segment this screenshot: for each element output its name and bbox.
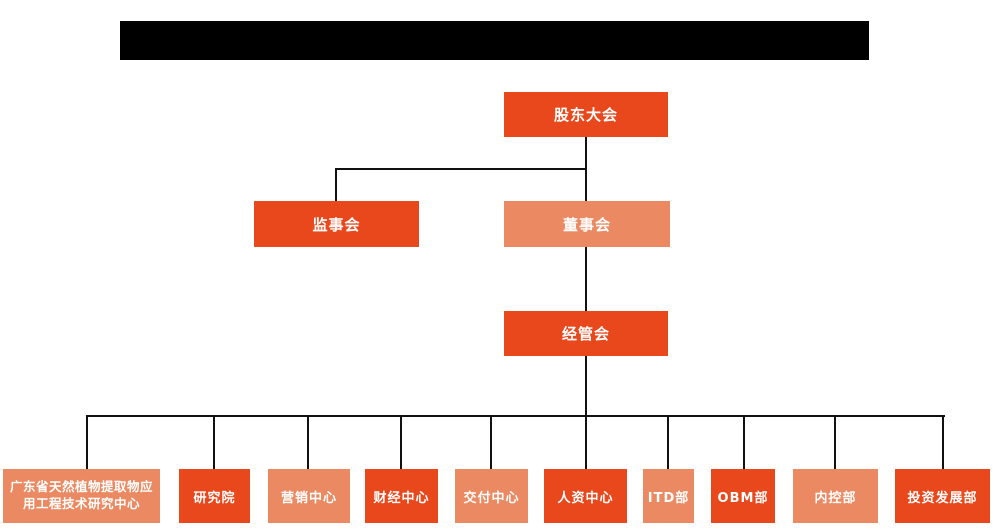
- org-node-itd-dept: ITD部: [643, 469, 694, 523]
- connector-line: [585, 356, 587, 469]
- org-node-label: 股东大会: [553, 106, 618, 124]
- connector-line: [667, 416, 669, 469]
- connector-line: [585, 247, 587, 311]
- org-node-label: OBM部: [717, 490, 769, 506]
- org-node-guangdong-research-center: 广东省天然植物提取物应用工程技术研究中心: [3, 469, 160, 523]
- org-node-board-of-directors: 董事会: [504, 201, 670, 247]
- org-node-management-committee: 经管会: [504, 311, 668, 356]
- org-node-marketing-center: 营销中心: [268, 469, 350, 523]
- org-node-label: 经管会: [561, 325, 610, 343]
- connector-line: [834, 416, 836, 469]
- org-node-research-institute: 研究院: [179, 469, 250, 523]
- org-node-internal-control-dept: 内控部: [793, 469, 878, 523]
- connector-line: [213, 416, 215, 469]
- connector-line: [490, 416, 492, 469]
- redacted-title-bar: [120, 21, 869, 60]
- org-node-supervisory-board: 监事会: [254, 201, 419, 247]
- connector-line: [942, 416, 944, 469]
- org-node-label: 广东省天然植物提取物应用工程技术研究中心: [9, 479, 153, 511]
- connector-line: [335, 168, 337, 201]
- org-node-hr-center: 人资中心: [544, 469, 627, 523]
- org-node-label: 监事会: [312, 215, 361, 234]
- org-node-delivery-center: 交付中心: [455, 469, 528, 523]
- connector-line: [400, 416, 402, 469]
- connector-line: [307, 416, 309, 469]
- org-node-investment-development-dept: 投资发展部: [895, 469, 990, 523]
- org-node-label: ITD部: [647, 490, 690, 506]
- org-node-label: 营销中心: [280, 490, 337, 506]
- org-node-obm-dept: OBM部: [711, 469, 775, 523]
- connector-line: [86, 416, 88, 469]
- org-node-label: 董事会: [562, 215, 611, 234]
- org-node-label: 内控部: [814, 490, 857, 506]
- org-node-label: 交付中心: [463, 490, 520, 506]
- org-node-label: 研究院: [193, 490, 236, 506]
- org-node-finance-center: 财经中心: [365, 469, 438, 523]
- org-node-shareholders-meeting: 股东大会: [504, 92, 668, 137]
- org-node-label: 人资中心: [557, 490, 614, 506]
- connector-line: [86, 415, 945, 417]
- org-node-label: 财经中心: [373, 490, 430, 506]
- connector-line: [743, 416, 745, 469]
- org-node-label: 投资发展部: [907, 490, 978, 506]
- connector-line: [335, 168, 587, 170]
